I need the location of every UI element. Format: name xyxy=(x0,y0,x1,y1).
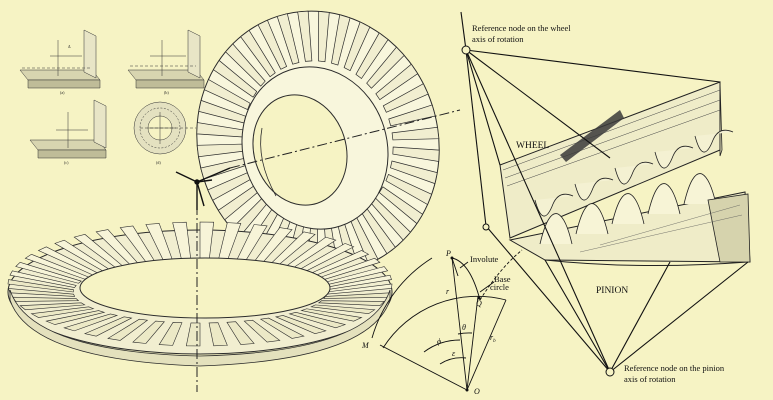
gear-tooth xyxy=(382,83,429,113)
gear-tooth xyxy=(132,320,165,344)
thumbnail-a-caption: (a) xyxy=(60,90,65,95)
thumbnail-b: (b) xyxy=(127,29,205,95)
mid-node xyxy=(482,223,490,231)
thumbnail-b-caption: (b) xyxy=(164,90,169,95)
thumbnail-c-caption: (c) xyxy=(64,160,69,165)
gear-tooth xyxy=(225,43,266,87)
gear-tooth xyxy=(63,313,119,332)
wheel-reference-node xyxy=(461,45,471,55)
gear-tooth xyxy=(19,302,86,311)
gear-tooth xyxy=(8,288,76,297)
gear-tooth xyxy=(240,29,276,78)
gear-tooth xyxy=(331,14,351,66)
gear-tooth xyxy=(318,10,330,63)
radius-rb-label: rb xyxy=(490,333,496,344)
phi-label: ϕ xyxy=(437,337,441,346)
point-o-label: O xyxy=(474,387,480,396)
thumbnail-c: (c) xyxy=(29,99,107,165)
thumbnail-a: Δ (a) xyxy=(19,29,101,95)
gear-tooth xyxy=(276,13,300,65)
base-circle-arc xyxy=(382,295,507,349)
gear-tooth xyxy=(83,316,133,337)
gear-tooth xyxy=(288,311,347,329)
pinion-node-caption-line1: Reference node on the pinion xyxy=(624,363,725,373)
gear-tooth xyxy=(7,279,74,293)
gear-tooth xyxy=(392,146,440,162)
gear-tooth xyxy=(9,270,77,288)
gear-tooth xyxy=(203,78,251,111)
thumbnail-d: (d) xyxy=(133,101,196,165)
wheel-tooth xyxy=(574,177,614,201)
gear-tooth xyxy=(297,10,313,62)
gear-tooth xyxy=(300,308,363,322)
wheel-tooth xyxy=(614,161,654,185)
base-circle-label-2: circle xyxy=(490,282,509,292)
wheel-tooth xyxy=(654,145,694,169)
pinion-tooth xyxy=(575,203,609,235)
wheel-node-caption-line1: Reference node on the wheel xyxy=(472,23,571,33)
base-circle-label-1: Base xyxy=(494,274,511,284)
involute-label: Involute xyxy=(470,254,499,264)
wheel-node-caption-line2: axis of rotation xyxy=(472,34,524,44)
gear-tooth xyxy=(366,46,405,89)
gear-tooth xyxy=(212,59,258,98)
gear-tooth xyxy=(391,126,440,141)
gear-tooth xyxy=(355,32,389,80)
upper-bevel-gear xyxy=(196,10,440,274)
gear-tooth xyxy=(107,318,149,341)
epsilon-label: ε xyxy=(452,349,456,358)
reference-lines xyxy=(460,11,749,373)
involute-labels: P Q M O r rb θ ϕ ε Involute Base circle xyxy=(361,249,511,396)
radius-r-label: r xyxy=(446,287,450,296)
gear-tooth xyxy=(226,321,255,345)
triad-axes-icon xyxy=(175,167,231,210)
point-q-label: Q xyxy=(476,299,482,308)
gear-axes xyxy=(196,109,461,392)
gear-tooth xyxy=(274,315,327,334)
gear-tooth xyxy=(158,321,183,346)
point-m-label: M xyxy=(361,341,370,350)
lower-ring-gear xyxy=(7,221,393,367)
pinion-tooth xyxy=(683,173,717,205)
gear-tooth xyxy=(385,173,433,206)
wheel-tooth xyxy=(534,193,574,217)
gear-tooth xyxy=(243,319,281,343)
gear-tooth xyxy=(378,186,424,225)
gear-tooth xyxy=(343,21,371,72)
gear-tooth xyxy=(30,306,95,318)
point-p-label: P xyxy=(445,249,451,258)
gear-tooth xyxy=(259,317,305,339)
gear-tooth xyxy=(390,160,438,185)
involute-curve xyxy=(451,257,481,301)
gear-tooth xyxy=(375,63,419,101)
pinion-reference-node xyxy=(605,367,615,377)
gear-tooth xyxy=(15,261,82,284)
pinion-node-caption-line2: axis of rotation xyxy=(624,374,676,384)
gear-tooth xyxy=(317,300,385,306)
pinion-tooth xyxy=(647,183,681,215)
involute-diagram xyxy=(371,249,523,391)
wheel-tooth xyxy=(694,129,734,153)
gear-tooth xyxy=(257,19,288,70)
thumbnail-d-caption: (d) xyxy=(156,160,161,165)
gear-tooth xyxy=(310,304,376,315)
fe-mesh-model xyxy=(499,81,751,267)
pinion-label: PINION xyxy=(596,286,628,296)
pinion-tooth xyxy=(611,193,645,225)
theta-label: θ xyxy=(462,323,466,332)
svg-text:Δ: Δ xyxy=(68,44,71,49)
gear-tooth xyxy=(45,310,106,325)
gear-tooth xyxy=(208,322,228,347)
wheel-label: WHEEL xyxy=(516,141,549,151)
